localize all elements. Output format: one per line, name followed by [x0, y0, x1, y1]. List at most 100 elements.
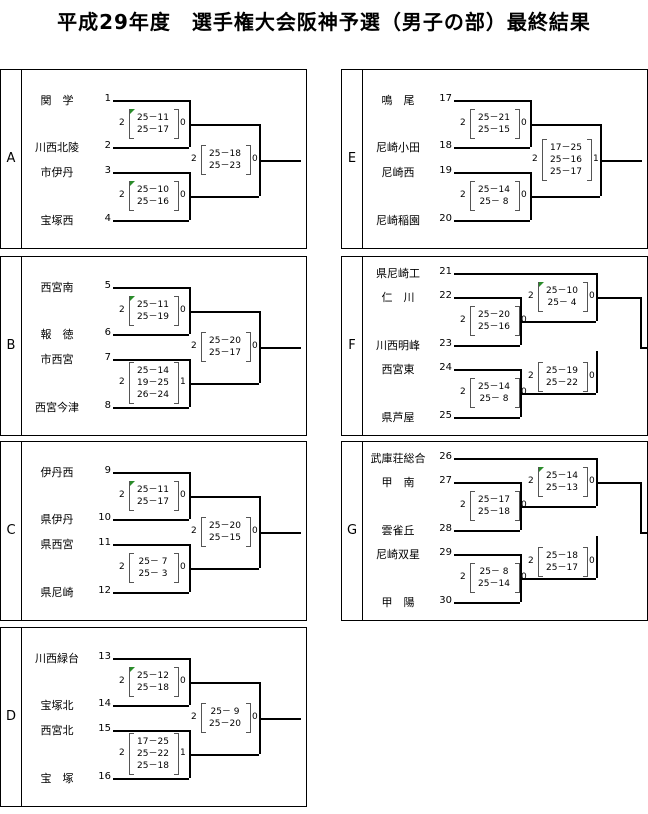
score-bracket	[129, 362, 179, 404]
set-score: 25－20	[209, 336, 241, 346]
team-name: 川西明峰	[376, 339, 420, 352]
bracket-line	[454, 417, 520, 419]
bracket-line	[454, 297, 520, 299]
match-right-score: 0	[521, 572, 527, 582]
bracket-tick	[583, 467, 587, 468]
match-right-score: 0	[252, 712, 258, 722]
set-score: 25－11	[137, 112, 169, 123]
score-bracket	[129, 733, 179, 775]
bracket-line	[113, 147, 189, 149]
match-left-score: 2	[460, 190, 466, 200]
bracket-tick	[539, 391, 543, 392]
set-score: 19－25	[137, 378, 169, 388]
score-bracket	[542, 139, 592, 181]
bracket-line	[640, 532, 648, 534]
team-number: 22	[439, 290, 452, 301]
set-score: 25－10	[137, 185, 169, 195]
bracket-line	[454, 458, 596, 460]
bracket-tick	[471, 137, 475, 139]
team-name: 武庫荘総合	[370, 452, 426, 465]
bracket-line	[113, 519, 189, 521]
match-right-score: 0	[521, 190, 527, 200]
set-score: 25－11	[137, 484, 169, 495]
team-name: 尼崎西	[381, 166, 415, 179]
bracket-tick	[246, 732, 250, 733]
team-number: 19	[439, 165, 452, 176]
bracket-tick	[174, 582, 178, 583]
match-left-score: 2	[528, 556, 534, 566]
bracket-tick	[515, 520, 519, 521]
team-number: 18	[439, 140, 452, 151]
bracket-line	[113, 359, 189, 361]
bracket-line	[596, 351, 598, 393]
bracket-line	[520, 506, 596, 508]
team-name: 宝塚西	[40, 214, 74, 227]
team-name: 関 学	[40, 94, 74, 107]
score-bracket	[538, 362, 588, 392]
match-left-score: 2	[191, 526, 197, 536]
team-number: 11	[98, 537, 111, 548]
bracket-tick	[130, 733, 134, 734]
block-letter: C	[6, 523, 16, 538]
match-right-score: 0	[589, 556, 595, 566]
bracket-tick	[174, 181, 178, 182]
match-left-score: 2	[119, 748, 125, 758]
team-number: 10	[98, 512, 111, 523]
match-left-score: 2	[191, 341, 197, 351]
bracket-tick	[174, 324, 178, 326]
bracket-line	[454, 602, 520, 604]
bracket-tick	[130, 210, 134, 211]
team-number: 21	[439, 266, 452, 277]
match-left-score: 2	[460, 572, 466, 582]
bracket-tick	[583, 282, 587, 283]
match-right-score: 0	[252, 154, 258, 164]
set-score: 25－22	[546, 378, 578, 388]
bracket-tick	[130, 695, 134, 697]
winner-flag	[130, 480, 135, 486]
block-letter: B	[6, 338, 16, 353]
bracket-tick	[515, 306, 519, 307]
bracket-line	[113, 334, 189, 336]
team-number: 5	[104, 280, 111, 291]
bracket-tick	[471, 335, 475, 336]
bracket-line	[596, 482, 640, 484]
match-right-score: 0	[180, 562, 186, 572]
bracket-line	[113, 220, 189, 222]
bracket-tick	[583, 362, 587, 363]
bracket-tick	[174, 108, 178, 110]
team-name: 西宮北	[40, 724, 74, 737]
bracket-line	[189, 496, 259, 498]
bracket-tick	[246, 517, 250, 518]
score-bracket	[470, 108, 520, 139]
match-left-score: 2	[528, 371, 534, 381]
bracket-tick	[246, 546, 250, 547]
match-right-score: 0	[252, 341, 258, 351]
bracket-line	[454, 530, 520, 532]
bracket-tick	[471, 181, 475, 182]
set-score: 25－12	[137, 670, 169, 681]
set-score: 25－ 8	[479, 394, 509, 404]
bracket-tick	[543, 180, 547, 181]
team-number: 16	[98, 771, 111, 782]
team-name: 県尼崎	[40, 586, 74, 599]
bracket-line	[189, 287, 191, 334]
bracket-tick	[583, 496, 587, 497]
team-number: 6	[104, 327, 111, 338]
bracket-line	[113, 778, 189, 780]
team-name: 雲雀丘	[381, 524, 415, 537]
bracket-tick	[130, 582, 134, 583]
bracket-line	[454, 345, 520, 347]
set-score: 25－14	[478, 579, 510, 589]
bracket-tick	[539, 576, 543, 577]
team-name: 甲 陽	[381, 596, 415, 609]
bracket-tick	[130, 774, 134, 775]
match-right-score: 0	[589, 291, 595, 301]
match-left-score: 2	[460, 315, 466, 325]
bracket-tick	[130, 362, 134, 363]
match-right-score: 0	[180, 190, 186, 200]
set-score: 25－18	[546, 551, 578, 561]
set-score: 25－13	[546, 483, 578, 493]
block-divider	[21, 257, 22, 435]
